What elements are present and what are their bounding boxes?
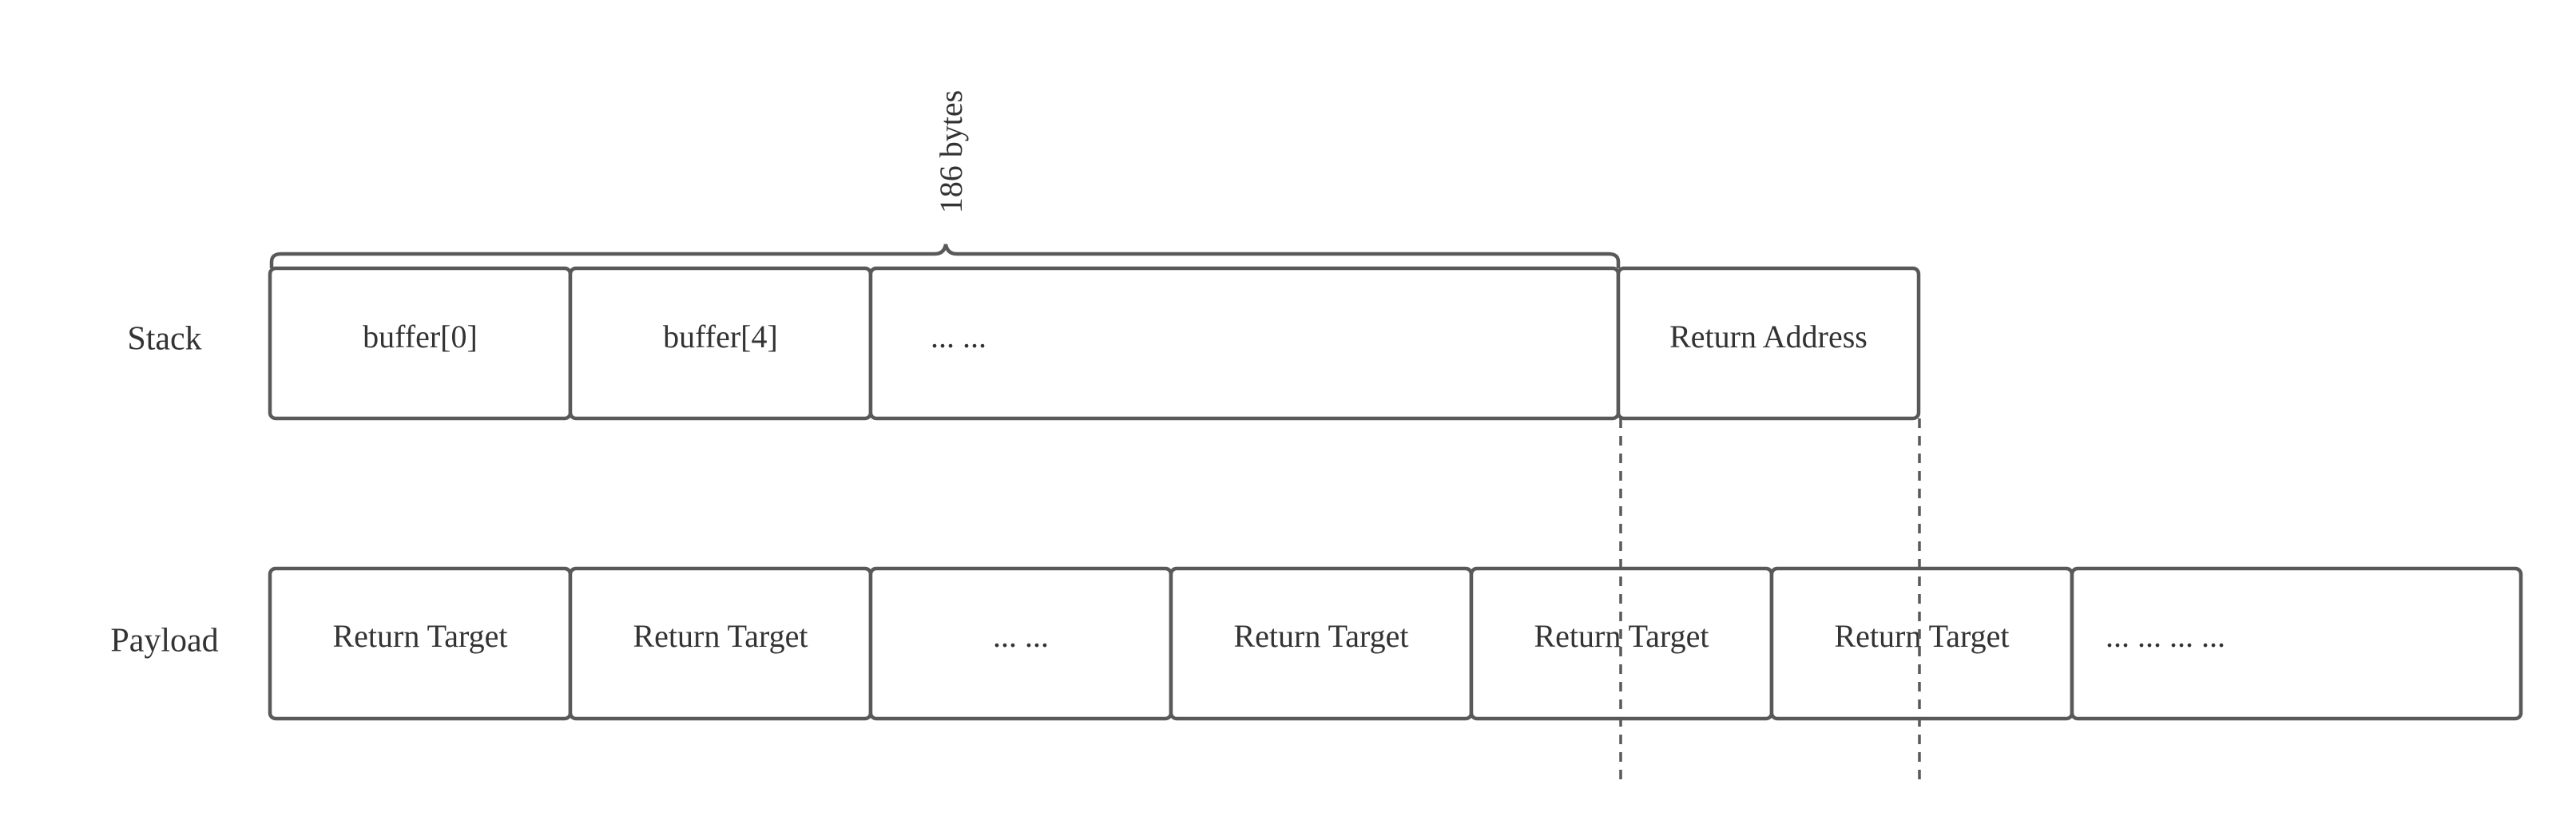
payload-cell-label: ... ...: [993, 618, 1049, 654]
payload-cell-label: Return Target: [1233, 618, 1408, 654]
row-label-stack: Stack: [127, 321, 201, 358]
stack-row: buffer[0] buffer[4] ... ... Return Addre…: [268, 266, 1921, 421]
payload-cell-label: ... ... ... ...: [2106, 618, 2225, 654]
stack-cell-label: buffer[0]: [363, 319, 478, 355]
size-brace: [269, 244, 1621, 268]
stack-cell-label: ... ...: [931, 319, 986, 355]
stack-cell-label: buffer[4]: [663, 319, 778, 355]
payload-row: Return Target Return Target ... ... Retu…: [268, 566, 2523, 721]
stack-cell-label: Return Address: [1669, 319, 1868, 355]
payload-cell-label: Return Target: [1834, 618, 2009, 654]
payload-cell-label: Return Target: [633, 618, 808, 654]
size-label: 186 bytes: [933, 90, 969, 213]
row-label-payload: Payload: [110, 623, 218, 660]
payload-cell-trailing-ellipsis: [2070, 566, 2523, 721]
stack-cell-return-address: [1616, 266, 1921, 421]
payload-cell-label: Return Target: [332, 618, 507, 654]
